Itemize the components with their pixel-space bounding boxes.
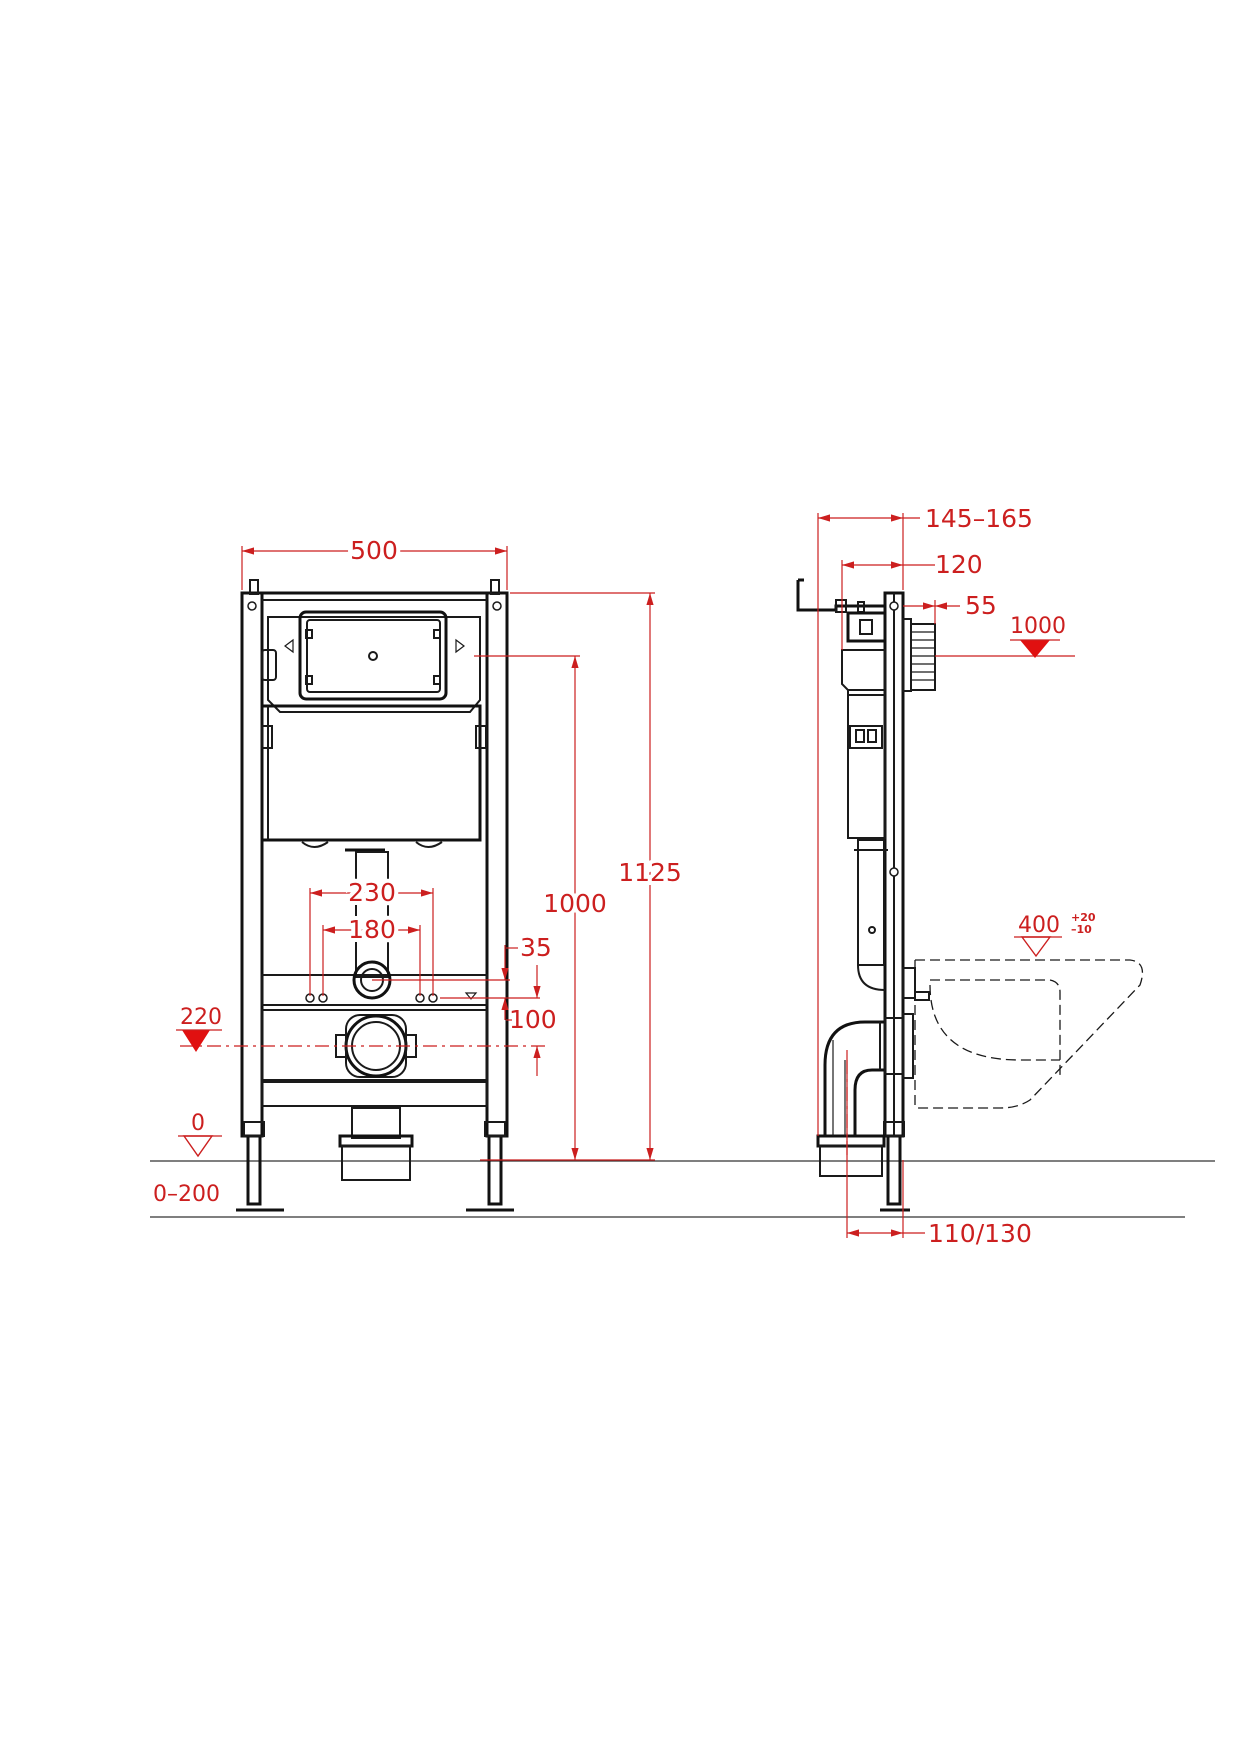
depth-120-label: 120 xyxy=(935,550,983,579)
level-220-marker: 220 xyxy=(176,1005,222,1052)
pipe-offset-label: 110/130 xyxy=(928,1219,1032,1248)
level-400-label: 400 xyxy=(1018,913,1060,938)
spacing-230-label: 230 xyxy=(348,878,396,907)
level-1000-marker: 1000 xyxy=(1010,614,1066,658)
floor-lines xyxy=(150,1160,1215,1218)
height-1125-label: 1125 xyxy=(618,858,682,887)
toilet-bowl xyxy=(902,959,1144,1109)
height-1000-label: 1000 xyxy=(543,889,607,918)
front-dimensions xyxy=(180,546,655,1161)
frame xyxy=(236,579,514,1212)
offset-100-label: 100 xyxy=(509,1005,557,1034)
depth-145-165-label: 145–165 xyxy=(925,504,1033,533)
waste-elbow xyxy=(816,1013,914,1177)
side-labels: 145–165 120 55 110/130 xyxy=(925,504,1033,1248)
level-0-marker: 0 xyxy=(178,1111,222,1158)
depth-55-label: 55 xyxy=(965,591,997,620)
level-220-label: 220 xyxy=(180,1005,222,1030)
front-view: 500 1125 1000 230 180 35 100 220 0 0–200 xyxy=(153,532,686,1212)
front-labels: 500 1125 1000 230 180 35 100 xyxy=(344,532,686,1034)
level-400-marker: 400 +20 –10 xyxy=(1014,911,1096,958)
leg-range-label: 0–200 xyxy=(153,1182,220,1207)
side-dimensions xyxy=(817,513,1075,1238)
tolerance-plus-label: +20 xyxy=(1071,911,1096,924)
cistern xyxy=(260,610,487,852)
flush-pipe xyxy=(305,851,478,1003)
offset-35-label: 35 xyxy=(520,933,552,962)
cistern-side xyxy=(841,611,936,991)
width-500-label: 500 xyxy=(350,536,398,565)
waste-connection xyxy=(335,1014,417,1181)
spacing-180-label: 180 xyxy=(348,915,396,944)
level-0-label: 0 xyxy=(191,1111,205,1136)
tolerance-minus-label: –10 xyxy=(1071,923,1092,936)
side-view: 145–165 120 55 110/130 1000 400 +20 –10 xyxy=(796,504,1144,1248)
level-1000-label: 1000 xyxy=(1010,614,1066,639)
